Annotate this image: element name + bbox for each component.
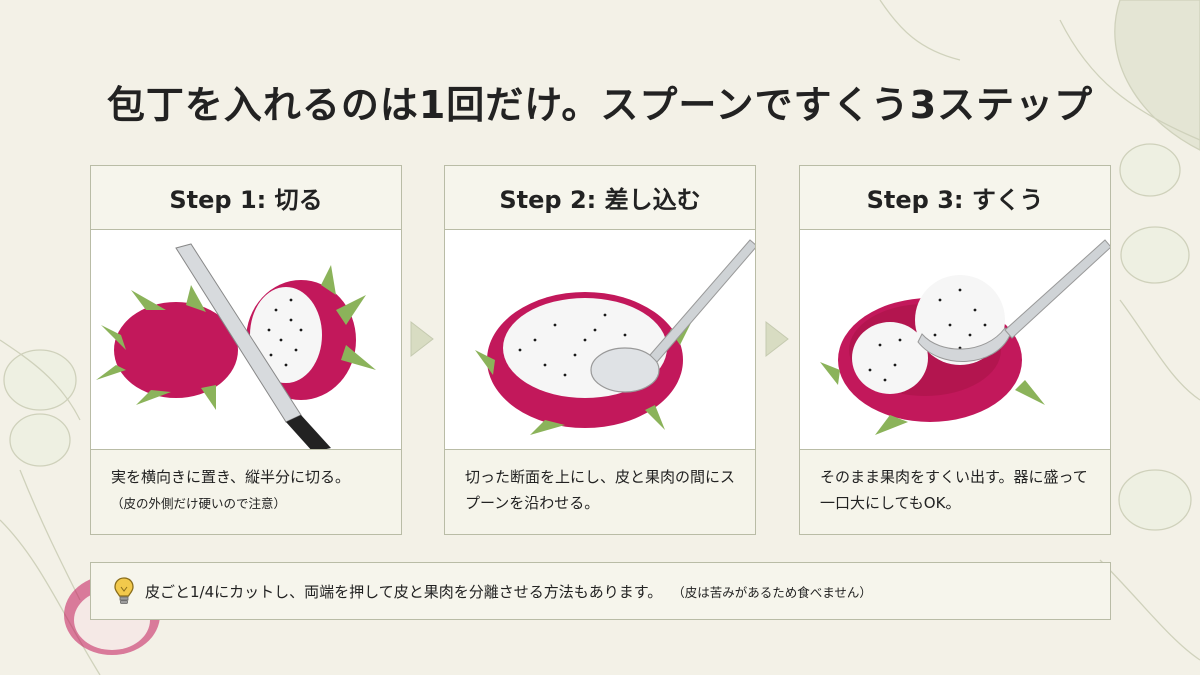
lightbulb-icon (114, 577, 134, 604)
tip-text: 皮ごと1/4にカットし、両端を押して皮と果肉を分離させる方法もあります。 (145, 582, 663, 601)
spoon-scooping-flesh-icon (820, 239, 1110, 435)
step-description: そのまま果肉をすくい出す。器に盛って一口大にしてもOK。 (820, 468, 1088, 512)
step-card-2: Step 2: 差し込む 切った断面を上にし、皮と果肉の間にスプーンを沿わせる。 (444, 165, 756, 535)
step-description: 実を横向きに置き、縦半分に切る。 （皮の外側だけ硬いので注意） (91, 450, 401, 517)
step-illustration (445, 230, 755, 450)
tip-note: （皮は苦みがあるため食べません） (672, 584, 872, 600)
chevron-right-icon (410, 320, 434, 358)
step-illustration (800, 230, 1110, 450)
step-card-3: Step 3: すくう そのまま果肉をすくい出す。器に盛って一口大にしてもOK (799, 165, 1111, 535)
step-heading: Step 3: すくう (800, 166, 1110, 230)
tip-box: 皮ごと1/4にカットし、両端を押して皮と果肉を分離させる方法もあります。 （皮は… (90, 562, 1111, 620)
page-title: 包丁を入れるのは1回だけ。スプーンですくう3ステップ (106, 83, 1094, 127)
step-heading: Step 1: 切る (91, 166, 401, 230)
step-note: （皮の外側だけ硬いので注意） (111, 496, 287, 511)
step-description: 切った断面を上にし、皮と果肉の間にスプーンを沿わせる。 (465, 468, 736, 512)
chevron-right-icon (765, 320, 789, 358)
step-heading: Step 2: 差し込む (445, 166, 755, 230)
spoon-in-half-dragon-fruit-icon (475, 239, 755, 435)
step-illustration (91, 230, 401, 450)
step-card-1: Step 1: 切る 実を横向きに (90, 165, 402, 535)
knife-cutting-dragon-fruit-icon (96, 243, 376, 449)
step-text: 実を横向きに置き、縦半分に切る。 (111, 468, 350, 486)
